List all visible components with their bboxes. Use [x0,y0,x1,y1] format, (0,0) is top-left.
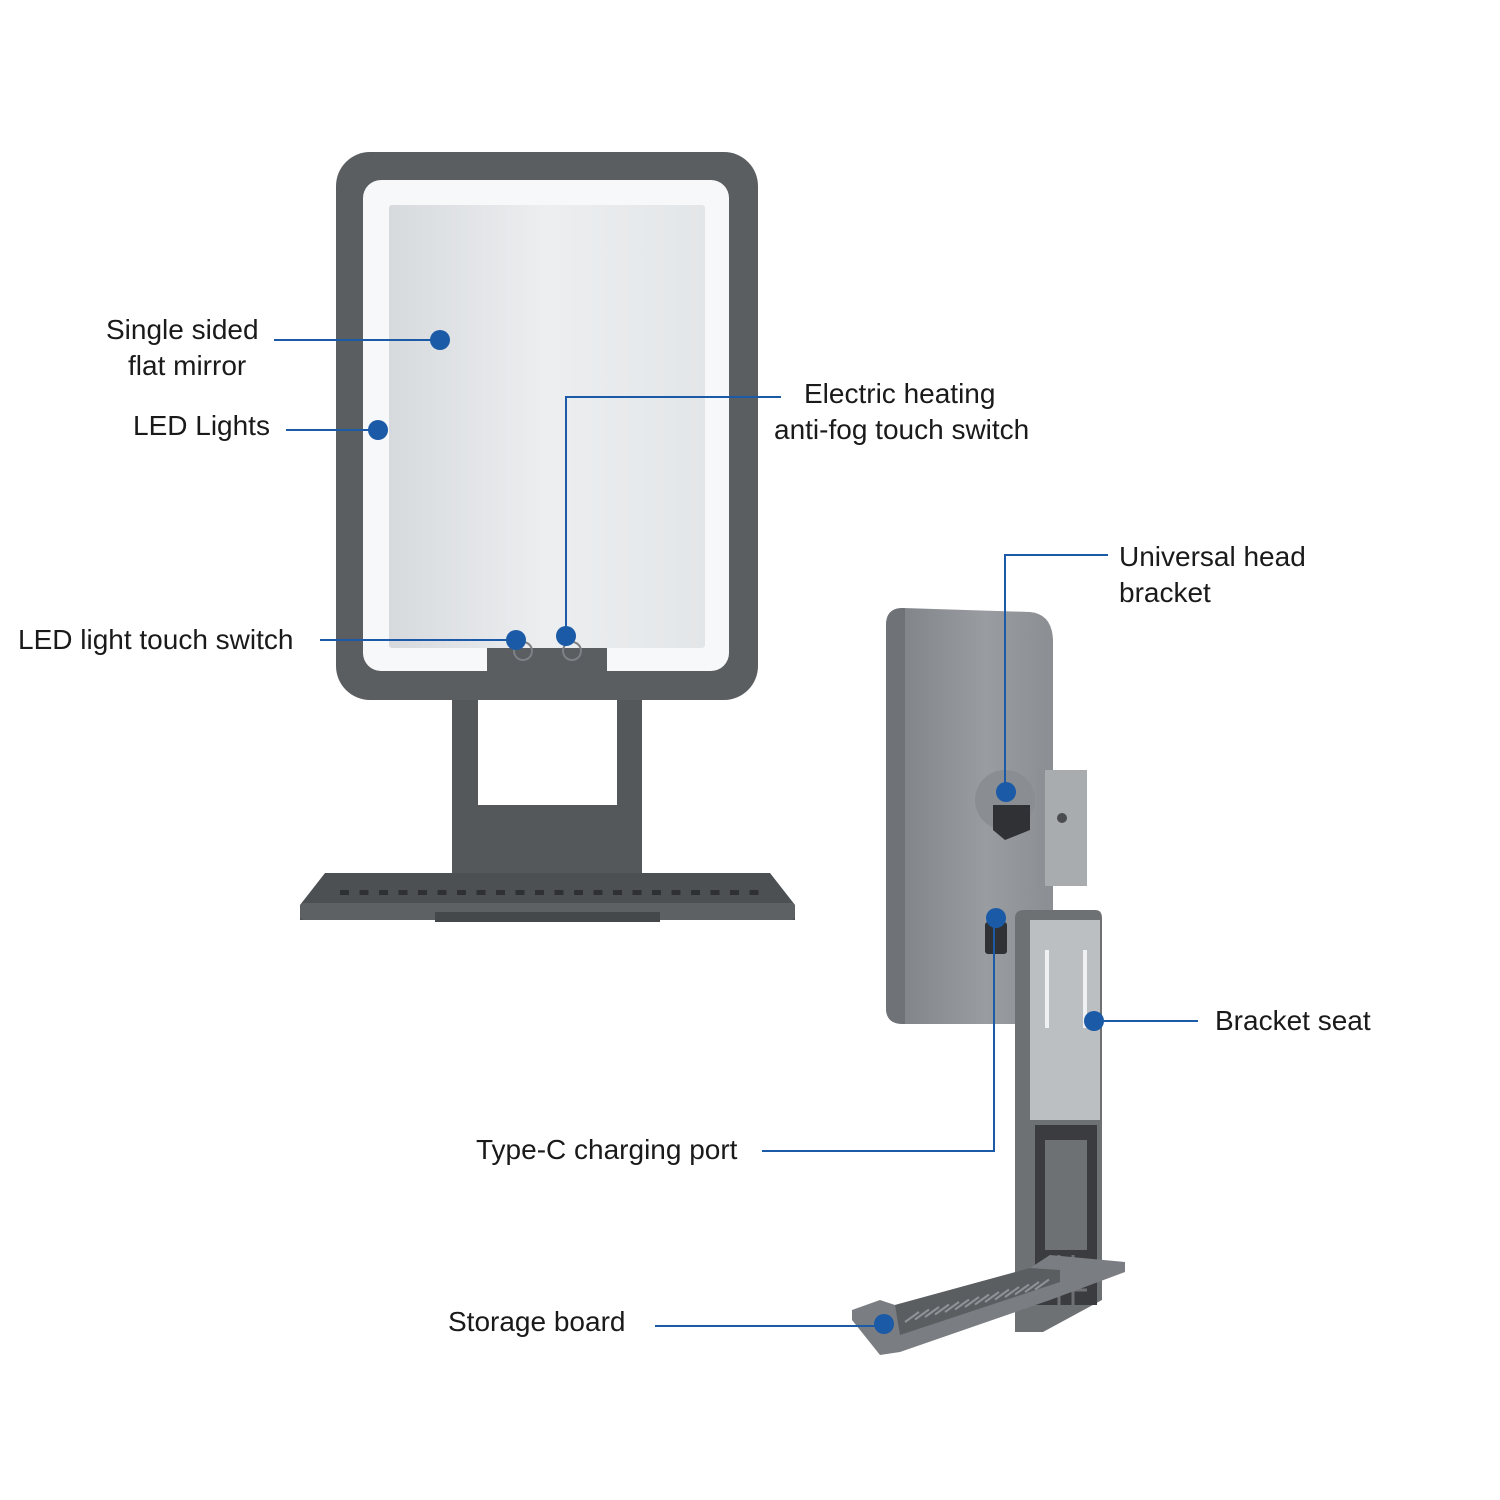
storage-board-slot [934,1303,950,1316]
switch-panel [487,648,607,671]
callout-dot-head-bracket [996,782,1016,802]
label-bracket-seat: Bracket seat [1215,1003,1371,1039]
label-storage-board: Storage board [448,1304,625,1340]
callout-dot-led-lights [368,420,388,440]
shelf-slot [613,890,622,895]
shelf-slot [359,890,369,895]
storage-board-slot [1024,1281,1040,1293]
callout-line-typec [762,918,995,1152]
front-stand [452,700,642,880]
shelf-slot [593,890,603,895]
shelf-slot [554,890,564,895]
label-mirror-line2: flat mirror [128,350,247,381]
shelf-slot [457,890,466,895]
label-led-lights-line1: LED Lights [133,410,270,441]
mirror-back-panel [886,608,1053,1024]
label-led-switch: LED light touch switch [18,622,293,658]
shelf-slot [652,890,661,895]
callout-dot-storage [874,1314,894,1334]
callout-lines [274,339,1198,1327]
head-bracket-plate [1037,770,1087,886]
shelf-slot [535,890,544,895]
typec-port-body [985,922,1007,954]
storage-board-slot [984,1291,1000,1303]
shelf-slot [398,890,408,895]
label-head-bracket-line1: Universal head [1119,541,1306,572]
storage-board-slot [904,1311,920,1323]
label-mirror: Single sided flat mirror [106,312,259,384]
storage-board-slot [944,1301,960,1313]
label-heating-switch: Electric heating anti-fog touch switch [774,376,1029,448]
label-heating-line1: Electric heating [804,378,996,409]
shelf-slot [418,890,427,895]
callout-dot-typec [986,908,1006,928]
storage-board-slot [914,1308,930,1321]
shelf-slot [730,890,739,895]
shelf-slot [749,890,759,895]
callout-dot-heating [556,626,576,646]
front-view-mirror [300,152,795,922]
shelf-slot [496,890,505,895]
label-head-bracket-line2: bracket [1119,577,1211,608]
shelf-slot [437,890,447,895]
storage-board-slot [1034,1278,1050,1291]
shelf-slot [632,890,642,895]
shelf-slot [574,890,583,895]
ball-joint [993,805,1030,840]
label-head-bracket: Universal head bracket [1119,539,1306,611]
storage-board-slot [1004,1286,1020,1298]
shelf-slot [379,890,388,895]
label-led-lights: LED Lights [133,408,270,444]
callout-dot-led-switch [506,630,526,650]
label-heating-line2: anti-fog touch switch [774,414,1030,445]
shelf-slot [340,890,349,895]
storage-board-slot [994,1288,1010,1301]
shelf-slot [691,890,700,895]
storage-board-slot [954,1298,970,1311]
label-storage-line1: Storage board [448,1306,626,1337]
label-typec-line1: Type-C charging port [476,1134,738,1165]
front-shelf [300,873,795,922]
callout-dot-mirror [430,330,450,350]
storage-board-slot [1014,1283,1030,1296]
label-led-switch-line1: LED light touch switch [18,624,294,655]
label-typec-port: Type-C charging port [476,1132,737,1168]
shelf-slot [671,890,681,895]
callout-dot-bracket-seat [1084,1011,1104,1031]
callout-dots [368,330,1104,1334]
shelf-slot [515,890,525,895]
side-view-mirror [852,608,1125,1355]
storage-board-slot [964,1296,980,1308]
shelf-slot [710,890,720,895]
label-mirror-line1: Single sided [106,314,259,345]
label-bracket-seat-line1: Bracket seat [1215,1005,1371,1036]
shelf-slot [476,890,486,895]
storage-board-slot [974,1293,990,1306]
storage-board-slot [924,1306,940,1318]
callout-line-heating [565,396,781,636]
callout-line-head-bracket [1004,554,1108,792]
mirror-glass [389,205,705,648]
